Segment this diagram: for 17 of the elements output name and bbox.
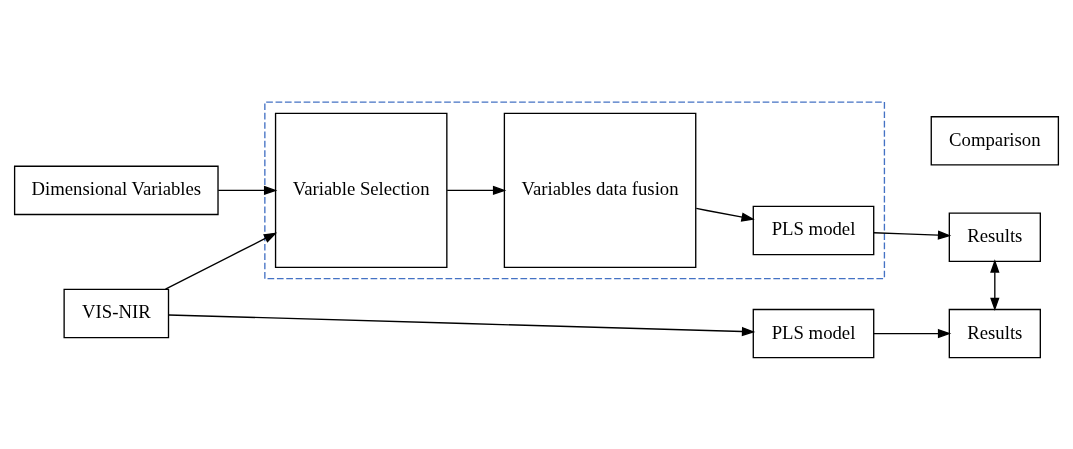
node-box: PLS model xyxy=(752,308,875,359)
arrow xyxy=(873,230,952,240)
node-box: PLS model xyxy=(752,205,875,256)
arrow xyxy=(695,207,755,222)
node-box: Dimensional Variables xyxy=(13,165,219,216)
node-box: VIS-NIR xyxy=(63,288,170,339)
node-box: Results xyxy=(948,212,1041,262)
node-box: Variables data fusion xyxy=(503,112,697,268)
node-box: Results xyxy=(948,308,1041,359)
arrow xyxy=(990,259,1000,312)
arrow xyxy=(446,185,507,196)
arrow xyxy=(164,232,278,290)
arrow xyxy=(168,314,756,337)
arrow xyxy=(217,185,278,196)
arrow xyxy=(873,328,952,339)
node-box: Variable Selection xyxy=(274,112,448,268)
node-box: Comparison xyxy=(930,116,1060,166)
